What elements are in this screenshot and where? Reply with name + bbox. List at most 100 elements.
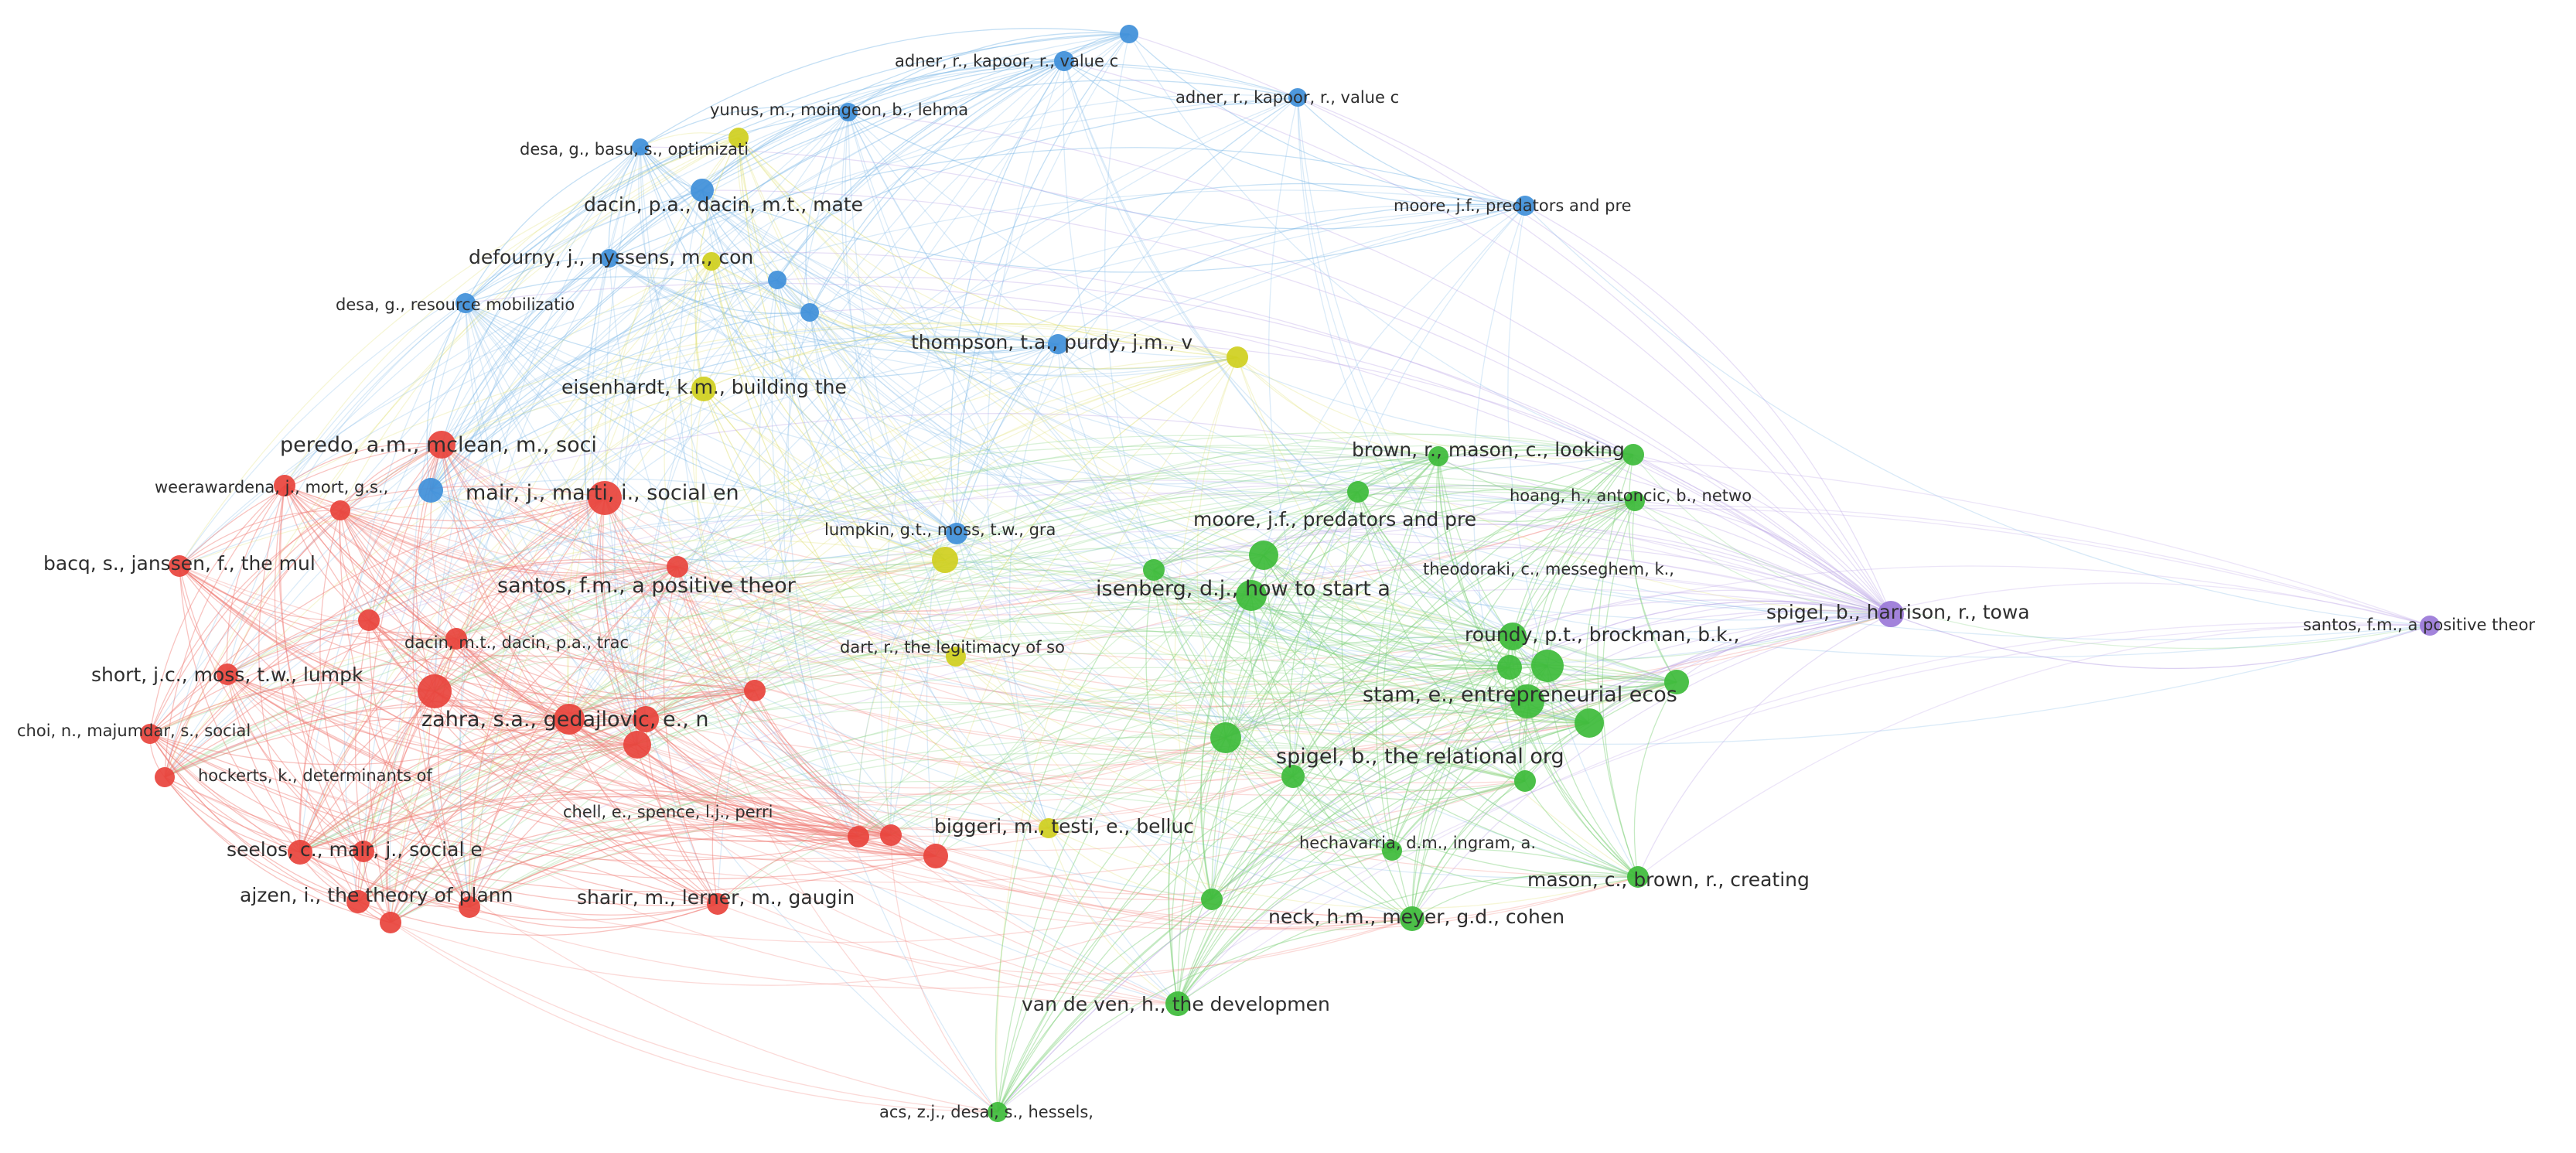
node-biggeri-y[interactable] — [1039, 818, 1059, 838]
label-bacq[interactable]: bacq, s., janssen, f., the mul — [43, 552, 316, 575]
label-seelos[interactable]: seelos, c., mair, j., social e — [227, 838, 483, 861]
label-zahra[interactable]: zahra, s.a., gedajlovic, e., n — [421, 708, 709, 732]
node-b2[interactable] — [800, 303, 819, 322]
node-mason-brown[interactable] — [1627, 866, 1649, 888]
node-g3[interactable] — [1143, 559, 1165, 581]
node-short[interactable] — [217, 663, 238, 685]
node-adner-2[interactable] — [1288, 88, 1307, 107]
node-dart[interactable] — [946, 646, 966, 667]
node-r1[interactable] — [330, 500, 350, 520]
label-moore-pred-2[interactable]: moore, j.f., predators and pre — [1193, 508, 1476, 530]
label-lumpkin[interactable]: lumpkin, g.t., moss, t.w., gra — [824, 520, 1056, 539]
label-thompson[interactable]: thompson, t.a., purdy, j.m., v — [911, 331, 1192, 353]
label-dacin-mt[interactable]: dacin, m.t., dacin, p.a., trac — [404, 633, 629, 652]
node-moingeon[interactable] — [839, 103, 858, 121]
label-weerawardena[interactable]: weerawardena, j., mort, g.s., — [155, 478, 388, 496]
label-acs[interactable]: acs, z.j., desai, s., hessels, — [879, 1103, 1094, 1121]
node-brown-mason[interactable] — [1428, 446, 1448, 466]
node-stam[interactable] — [1510, 684, 1544, 718]
label-roundy[interactable]: roundy, p.t., brockman, b.k., — [1465, 623, 1739, 646]
label-vandeven[interactable]: van de ven, h., the developmen — [1022, 993, 1330, 1015]
node-thompson[interactable] — [1048, 334, 1068, 354]
label-chell[interactable]: chell, e., spence, l.j., perri — [563, 803, 773, 821]
node-dacin-mt[interactable] — [358, 609, 380, 631]
label-spigel-harrison[interactable]: spigel, b., harrison, r., towa — [1766, 601, 2030, 623]
node-choi[interactable] — [140, 724, 160, 744]
label-moore-pred-1[interactable]: moore, j.f., predators and pre — [1394, 196, 1632, 215]
node-g10[interactable] — [1201, 889, 1223, 910]
label-brown-mason[interactable]: brown, r., mason, c., looking — [1352, 438, 1625, 461]
node-hockerts[interactable] — [155, 767, 175, 787]
node-biggeri[interactable] — [923, 844, 948, 868]
node-seelos[interactable] — [288, 840, 312, 865]
label-desa-resource[interactable]: desa, g., resource mobilizatio — [336, 295, 575, 314]
label-spigel-relational[interactable]: spigel, b., the relational org — [1276, 745, 1564, 769]
node-hechavarria[interactable] — [1382, 841, 1402, 861]
label-yunus[interactable]: yunus, m., moingeon, b., lehma — [710, 101, 968, 119]
label-peredo[interactable]: peredo, a.m., mclean, m., soci — [280, 433, 597, 457]
label-sharir[interactable]: sharir, m., lerner, m., gaugin — [577, 886, 855, 909]
label-choi[interactable]: choi, n., majumdar, s., social — [17, 721, 251, 740]
node-zahra[interactable] — [554, 704, 585, 735]
node-g1[interactable] — [1622, 444, 1644, 466]
label-dart[interactable]: dart, r., the legitimacy of so — [840, 638, 1065, 657]
node-adner-1[interactable] — [1054, 51, 1074, 71]
label-mair-marti[interactable]: mair, j., marti, i., social en — [466, 481, 739, 505]
node-sharir[interactable] — [707, 893, 728, 915]
node-r8[interactable] — [848, 826, 869, 848]
node-vandeven[interactable] — [1165, 991, 1190, 1016]
node-ajzen[interactable] — [346, 890, 370, 913]
node-weerawardena[interactable] — [274, 475, 295, 496]
node-yunus[interactable] — [728, 128, 749, 148]
node-r12[interactable] — [459, 896, 480, 918]
label-stam[interactable]: stam, e., entrepreneurial ecos — [1363, 683, 1677, 707]
node-g2[interactable] — [1347, 481, 1369, 503]
label-isenberg[interactable]: isenberg, d.j., how to start a — [1096, 577, 1390, 601]
label-hoang[interactable]: hoang, h., antoncic, b., netwo — [1510, 486, 1752, 505]
node-g8[interactable] — [1281, 765, 1305, 788]
node-r7[interactable] — [623, 731, 651, 759]
node-santos-purple[interactable] — [2420, 616, 2440, 636]
node-g9[interactable] — [1514, 770, 1536, 792]
label-ajzen[interactable]: ajzen, i., the theory of plann — [240, 884, 513, 906]
node-desa-basu[interactable] — [632, 138, 649, 155]
node-weer-blue[interactable] — [418, 478, 443, 503]
node-r10[interactable] — [353, 841, 374, 862]
node-r4[interactable] — [418, 674, 452, 708]
node-g6[interactable] — [1664, 670, 1689, 694]
node-desa-resource[interactable] — [455, 293, 476, 313]
node-moore-pred-1[interactable] — [1515, 196, 1535, 216]
node-defourny[interactable] — [600, 249, 619, 268]
label-eisenhardt[interactable]: eisenhardt, k.m., building the — [561, 376, 847, 398]
node-neck[interactable] — [1400, 906, 1424, 931]
label-hockerts[interactable]: hockerts, k., determinants of — [198, 766, 433, 785]
node-g4[interactable] — [1531, 650, 1564, 682]
node-dacin-pa[interactable] — [691, 179, 714, 202]
node-r3[interactable] — [445, 628, 467, 650]
node-r2[interactable] — [667, 556, 688, 578]
node-adner-top[interactable] — [1120, 25, 1138, 43]
label-dacin-pa[interactable]: dacin, p.a., dacin, m.t., mate — [584, 193, 863, 216]
node-peredo[interactable] — [428, 431, 455, 459]
label-adner-2[interactable]: adner, r., kapoor, r., value c — [1175, 88, 1399, 107]
node-yellow-r[interactable] — [1227, 346, 1248, 368]
node-acs[interactable] — [988, 1102, 1008, 1122]
label-mason-brown[interactable]: mason, c., brown, r., creating — [1527, 868, 1810, 891]
node-bacq[interactable] — [169, 555, 190, 577]
node-spigel-relational[interactable] — [1210, 722, 1241, 753]
node-lumpkin-b[interactable] — [946, 523, 967, 544]
node-g5[interactable] — [1497, 655, 1522, 680]
label-santos-main[interactable]: santos, f.m., a positive theor — [497, 574, 797, 598]
node-b1[interactable] — [768, 271, 786, 289]
node-g7[interactable] — [1575, 708, 1604, 738]
label-desa-basu[interactable]: desa, g., basu, s., optimizati — [520, 140, 749, 159]
node-eisenhardt[interactable] — [691, 377, 716, 401]
label-neck[interactable]: neck, h.m., meyer, g.d., cohen — [1268, 906, 1564, 928]
node-isenberg[interactable] — [1236, 580, 1267, 611]
node-r6[interactable] — [633, 706, 659, 732]
node-hoang[interactable] — [1625, 491, 1645, 511]
node-lumpkin[interactable] — [932, 547, 958, 573]
label-biggeri[interactable]: biggeri, m., testi, e., belluc — [934, 815, 1194, 837]
node-r9[interactable] — [880, 824, 902, 846]
label-adner-1[interactable]: adner, r., kapoor, r., value c — [895, 52, 1118, 70]
